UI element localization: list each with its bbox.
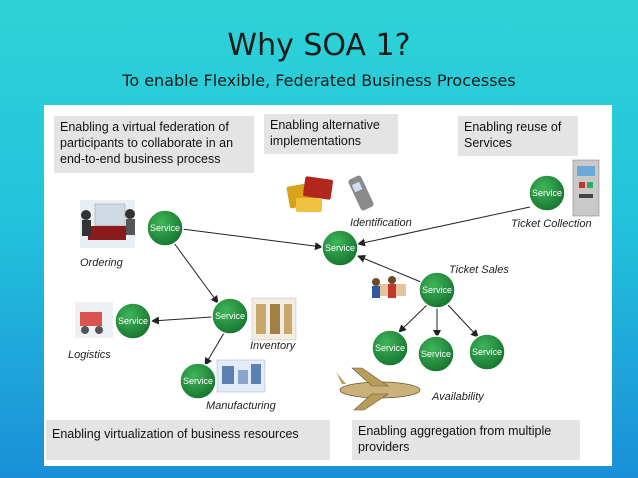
service-node-label: Service (472, 347, 502, 357)
manufacturing-illustration (216, 359, 266, 393)
label-logistics: Logistics (68, 349, 111, 361)
edge-ordering-inventory (173, 242, 219, 304)
service-node-ordering: Service (146, 209, 184, 247)
ticket-machine-illustration (572, 159, 600, 217)
edge-inventory-manufacturing (204, 332, 225, 366)
service-node-label: Service (422, 285, 452, 295)
service-node-identification: Service (321, 229, 359, 267)
service-node-logistics: Service (114, 302, 152, 340)
slide-title: Why SOA 1? (227, 28, 411, 63)
ordering-illustration (80, 200, 135, 248)
identification-illustration (286, 175, 374, 212)
label-ticket-sales: Ticket Sales (449, 264, 509, 276)
note-federation: Enabling a virtual federation of partici… (54, 116, 254, 173)
inventory-illustration (251, 297, 297, 341)
label-inventory: Inventory (250, 340, 296, 352)
note-virtualization: Enabling virtualization of business reso… (46, 420, 330, 460)
label-manufacturing: Manufacturing (206, 400, 276, 412)
service-node-label: Service (118, 316, 148, 326)
service-node-label: Service (150, 223, 180, 233)
service-node-availability-1: Service (371, 329, 409, 367)
label-identification: Identification (350, 217, 412, 229)
label-ticket-collection: Ticket Collection (511, 218, 592, 230)
edge-ordering-identification (181, 228, 323, 251)
note-alternative-implementations: Enabling alternative implementations (264, 114, 398, 154)
ticket-sales-illustration (372, 276, 406, 298)
note-aggregation: Enabling aggregation from multiple provi… (352, 420, 580, 460)
service-node-label: Service (325, 243, 355, 253)
label-availability: Availability (432, 391, 484, 403)
service-node-manufacturing: Service (179, 362, 217, 400)
service-node-availability-2: Service (417, 335, 455, 373)
edge-ticketcollection-identification (357, 206, 531, 247)
service-node-ticket-collection: Service (528, 174, 566, 212)
edge-ticketsales-availability3 (447, 304, 479, 338)
service-node-label: Service (532, 188, 562, 198)
edge-inventory-logistics (151, 316, 213, 325)
airplane-illustration (336, 367, 421, 411)
service-node-ticket-sales: Service (418, 271, 456, 309)
logistics-illustration (75, 302, 113, 338)
edge-ticketsales-availability1 (398, 304, 428, 333)
service-node-label: Service (421, 349, 451, 359)
service-node-availability-3: Service (468, 333, 506, 371)
note-reuse: Enabling reuse of Services (458, 116, 578, 156)
label-ordering: Ordering (80, 257, 123, 269)
service-node-inventory: Service (211, 297, 249, 335)
service-node-label: Service (215, 311, 245, 321)
slide-subtitle: To enable Flexible, Federated Business P… (122, 71, 516, 90)
edge-ticketsales-identification (357, 254, 422, 283)
service-node-label: Service (183, 376, 213, 386)
service-node-label: Service (375, 343, 405, 353)
